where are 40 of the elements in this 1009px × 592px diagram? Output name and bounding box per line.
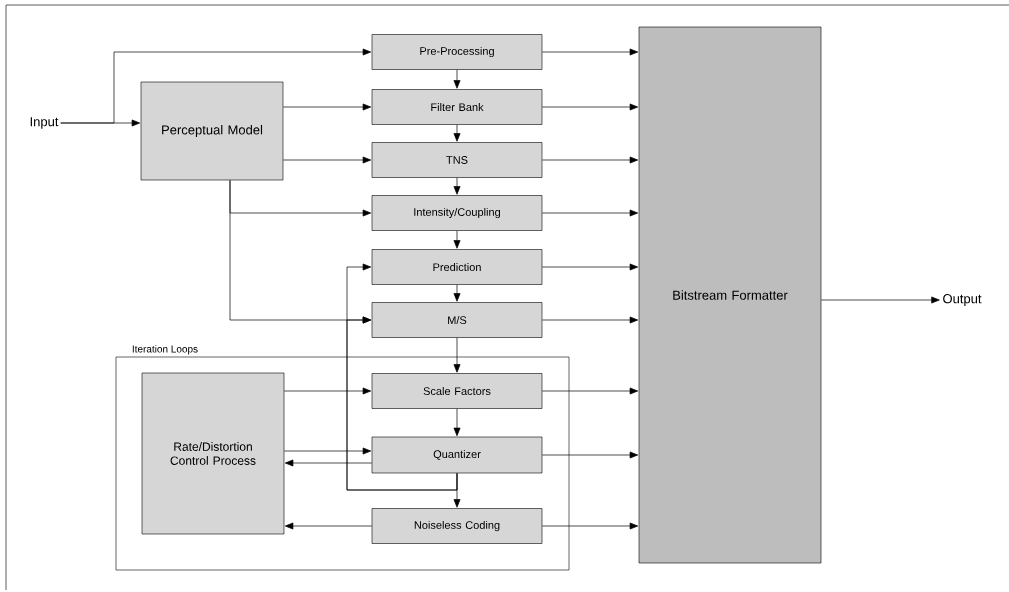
arrow (541, 209, 639, 217)
arrow (284, 522, 373, 530)
process-box: Noiseless Coding (371, 508, 543, 544)
process-box: Scale Factors (371, 373, 543, 409)
arrow (283, 447, 372, 455)
arrow (453, 177, 461, 195)
arrow (453, 230, 461, 249)
output-label: Output (943, 294, 982, 306)
arrow (60, 48, 372, 124)
node-label: Iteration Loops (132, 345, 198, 355)
arrow (820, 296, 940, 304)
arrow (453, 337, 461, 373)
arrow (541, 522, 639, 530)
process-box: Pre-Processing (371, 34, 543, 70)
arrow (453, 284, 461, 302)
process-box: M/S (371, 302, 543, 338)
process-box: Prediction (371, 249, 543, 285)
arrow (283, 387, 372, 395)
process-box: Filter Bank (371, 89, 543, 125)
arrow (282, 103, 372, 111)
arrow (541, 48, 639, 56)
process-box: TNS (371, 142, 543, 178)
arrow (346, 316, 458, 491)
arrow (541, 316, 639, 324)
arrow (541, 263, 639, 271)
input-label: Input (30, 117, 59, 129)
arrow (541, 387, 639, 395)
arrow (453, 124, 461, 142)
arrow (541, 156, 639, 164)
process-box: Perceptual Model (140, 81, 284, 181)
arrow (453, 69, 461, 89)
arrow (282, 156, 372, 164)
arrow (453, 408, 461, 437)
process-box: Intensity/Coupling (371, 195, 543, 231)
arrow (284, 459, 373, 467)
arrow (541, 103, 639, 111)
formatter-box: Bitstream Formatter (638, 26, 822, 564)
process-box: Rate/Distortion Control Process (141, 372, 285, 535)
arrow (541, 451, 639, 459)
process-box: Quantizer (371, 436, 543, 474)
